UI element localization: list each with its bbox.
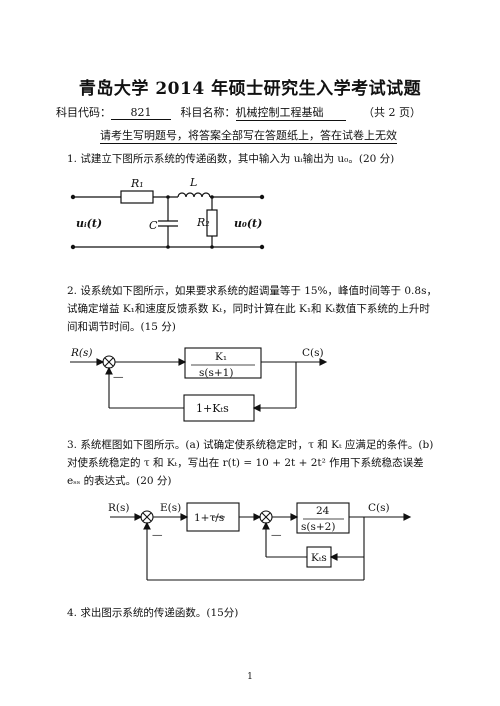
label-r2: R₂ [196,216,210,229]
output-label: C(s) [302,347,324,359]
question-3: 3. 系统框图如下图所示。(a) 试确定使系统稳定时，τ 和 Kₜ 应满足的条件… [67,439,434,487]
minus-sign: — [271,529,282,541]
junction-dot [210,245,214,249]
minus-sign: — [152,529,163,541]
label-uo: u₀(t) [234,217,262,230]
input-label: R(s) [108,502,130,514]
forward-num: K₁ [215,351,227,363]
page-count: （共 2 页） [363,106,421,119]
junction-dot [166,195,170,199]
inductor-l [177,192,211,198]
forward-den: s(s+1) [199,367,233,379]
block-diagram-3 [110,502,412,581]
page-number: 1 [247,672,253,682]
junction-dot [166,245,170,249]
question-4: 4. 求出图示系统的传递函数。(15分) [67,607,239,619]
error-label: E(s) [160,502,181,514]
pi-label: 1+τ/s [194,512,224,524]
plant-block [296,502,350,534]
terminal-dot [70,244,76,250]
input-label: R(s) [70,347,93,359]
label-ui: uᵢ(t) [76,217,102,230]
junction-dot [210,195,214,199]
terminal-dot [70,194,76,200]
block-diagram-2 [70,347,328,422]
exam-notice: 请考生写明题号，将答案全部写在答题纸上，答在试卷上无效 [100,129,397,144]
tach-label: Kₜs [311,552,327,564]
plant-den: s(s+2) [301,521,335,533]
exam-title: 青岛大学 2014 年硕士研究生入学考试试题 [78,79,422,99]
question-1: 1. 试建立下图所示系统的传递函数，其中输入为 uᵢ输出为 u₀。(20 分) [67,153,395,165]
minus-sign: — [113,371,124,383]
label-r1: R₁ [130,177,144,190]
subject-meta: 科目代码：821 科目名称：机械控制工程基础 （共 2 页） [56,104,421,121]
feedback-label: 1+Kₜs [196,402,229,415]
output-label: C(s) [368,502,390,514]
label-l: L [189,176,197,189]
question-2: 2. 设系统如下图所示，如果要求系统的超调量等于 15%，峰值时间等于 0.8s… [67,285,437,333]
forward-block [184,347,262,379]
terminal-dot [259,244,265,250]
name-label: 科目名称： [180,106,236,119]
name-value: 机械控制工程基础 [235,104,346,121]
plant-num: 24 [316,505,330,517]
resistor-r1 [120,190,154,204]
label-c: C [149,219,158,232]
code-label: 科目代码： [56,106,111,119]
code-value: 821 [111,106,171,120]
terminal-dot [259,194,265,200]
